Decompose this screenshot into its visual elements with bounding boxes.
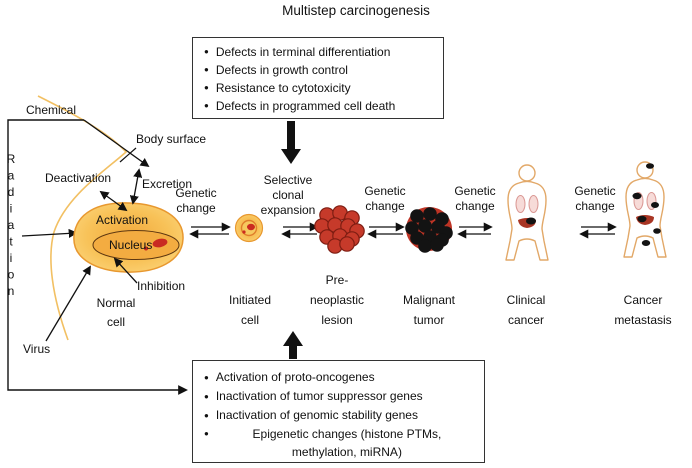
bullet-icon: [204, 79, 209, 97]
bullet-icon: [204, 97, 209, 115]
hallmark-item: Defects in programmed cell death: [204, 97, 437, 115]
bullet-icon: [204, 43, 209, 61]
cancer-metastasis-figure: [623, 161, 667, 258]
transition-genetic-change-1: Genetic change: [175, 186, 217, 215]
excretion-label: Excretion: [142, 177, 193, 191]
deactivation-arrow: [99, 190, 128, 212]
mechanism-text: Activation of proto-oncogenes: [215, 370, 375, 384]
chemical-label: Chemical: [26, 103, 77, 117]
radiation-arrow: [21, 228, 78, 238]
excretion-arrow: [129, 168, 143, 205]
nucleus-label: Nucleus: [109, 238, 153, 252]
normal-cell-label: Normal cell: [96, 296, 136, 329]
hallmark-text: Defects in programmed cell death: [215, 99, 396, 113]
stage-preneoplastic-lesion-label: Pre- neoplastic lesion: [309, 273, 365, 327]
transition-selective-clonal-expansion: Selective clonal expansion: [260, 173, 316, 217]
bullet-icon: [204, 387, 209, 406]
mechanism-item: Activation of proto-oncogenes: [204, 368, 478, 387]
activation-label: Activation: [96, 213, 149, 227]
bullet-icon: [204, 368, 209, 387]
mechanism-item: Epigenetic changes (histone PTMs, methyl…: [204, 425, 478, 461]
metastasis-spots: [632, 163, 661, 246]
bullet-icon: [204, 61, 209, 79]
malignant-tumor-graphic: [405, 207, 453, 253]
deactivation-label: Deactivation: [45, 171, 112, 185]
mechanism-item: Inactivation of tumor suppressor genes: [204, 387, 478, 406]
hallmarks-box: Defects in terminal differentiation Defe…: [192, 37, 444, 119]
exposure-rail: [7, 119, 188, 395]
body-surface-label: Body surface: [136, 132, 207, 146]
virus-arrow: [45, 265, 91, 342]
preneoplastic-lesion-graphic: [314, 205, 365, 254]
transition-genetic-change-3: Genetic change: [454, 184, 496, 213]
inhibition-label: Inhibition: [137, 279, 186, 293]
mechanism-text: Inactivation of genomic stability genes: [215, 408, 418, 422]
stage-clinical-cancer-label: Clinical cancer: [506, 293, 546, 327]
mechanism-item: Inactivation of genomic stability genes: [204, 406, 478, 425]
transition-genetic-change-2: Genetic change: [364, 184, 406, 213]
body-surface-pointer: [119, 147, 137, 163]
hallmark-item: Defects in growth control: [204, 61, 437, 79]
hallmark-item: Defects in terminal differentiation: [204, 43, 437, 61]
hallmarks-down-arrow: [281, 121, 301, 164]
mechanisms-box: Activation of proto-oncogenes Inactivati…: [192, 360, 485, 463]
mechanisms-up-arrow: [283, 331, 303, 359]
hallmark-text: Defects in terminal differentiation: [215, 45, 391, 59]
stage-malignant-tumor-label: Malignant tumor: [402, 293, 456, 327]
reversible-arrows: [189, 222, 617, 239]
virus-label: Virus: [23, 342, 51, 356]
initiated-cell-graphic: [234, 213, 264, 243]
page-title: Multistep carcinogenesis: [282, 3, 430, 18]
bullet-icon: [204, 406, 209, 425]
clinical-tumor-spot: [526, 217, 536, 225]
hallmark-text: Defects in growth control: [215, 63, 348, 77]
bullet-icon: [204, 425, 209, 443]
transition-genetic-change-4: Genetic change: [574, 184, 616, 213]
mechanism-text: Inactivation of tumor suppressor genes: [215, 389, 423, 403]
chemical-arrow: [83, 119, 150, 168]
hallmark-text: Resistance to cytotoxicity: [215, 81, 351, 95]
stage-cancer-metastasis-label: Cancer metastasis: [614, 293, 672, 327]
mechanism-text: Epigenetic changes (histone PTMs, methyl…: [252, 427, 442, 459]
radiation-label: Radiation: [4, 152, 18, 301]
hallmark-item: Resistance to cytotoxicity: [204, 79, 437, 97]
clinical-cancer-figure: [505, 164, 549, 261]
stage-initiated-cell-label: Initiated cell: [228, 293, 272, 327]
inhibition-arrow: [113, 257, 138, 284]
normal-cell-graphic: [73, 202, 184, 273]
